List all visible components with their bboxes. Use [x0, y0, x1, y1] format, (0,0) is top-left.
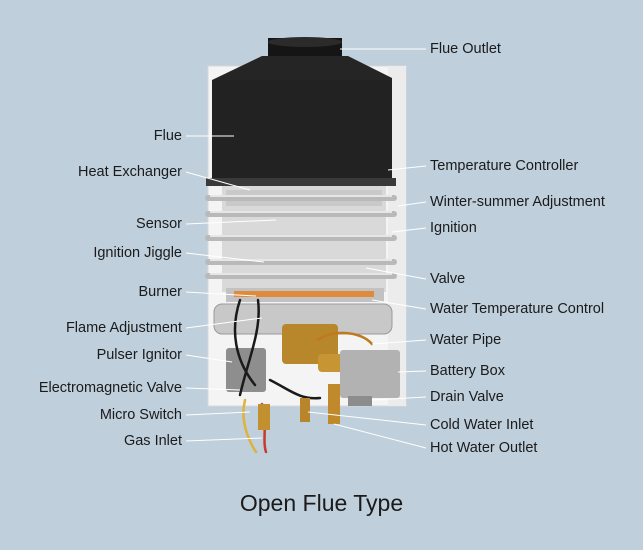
- leader-right-8: [371, 396, 427, 401]
- label-cold-water-inlet: Cold Water Inlet: [430, 417, 534, 433]
- hot-water-pipe: [328, 384, 340, 424]
- coil-tubes: [205, 195, 397, 279]
- leader-lines-right: [307, 48, 427, 449]
- leader-right-4: [365, 267, 427, 280]
- label-micro-switch: Micro Switch: [99, 407, 182, 423]
- label-flame-adjustment: Flame Adjustment: [65, 320, 182, 336]
- battery-box: [340, 350, 400, 398]
- label-pulser-ignitor: Pulser Ignitor: [96, 347, 182, 363]
- leader-left-5: [185, 317, 263, 329]
- label-heat-exchanger: Heat Exchanger: [78, 164, 182, 180]
- leader-left-6: [185, 354, 233, 363]
- flame-strip: [234, 291, 374, 297]
- leader-left-8: [185, 411, 251, 416]
- label-flue: Flue: [153, 128, 182, 144]
- cold-water-pipe: [300, 398, 310, 422]
- leader-right-9: [307, 411, 427, 426]
- flue-outlet-rim: [268, 37, 342, 47]
- leader-right-2: [397, 201, 427, 207]
- label-flue-outlet: Flue Outlet: [430, 41, 501, 57]
- label-drain-valve: Drain Valve: [430, 389, 504, 405]
- leader-left-2: [185, 219, 277, 225]
- diagram-caption: Open Flue Type: [239, 490, 404, 516]
- leader-right-3: [391, 227, 427, 233]
- gas-inlet-pipe: [258, 404, 270, 430]
- leader-left-7: [185, 387, 241, 391]
- label-sensor: Sensor: [136, 216, 182, 232]
- label-temperature-controller: Temperature Controller: [430, 158, 579, 174]
- hood-lip: [206, 178, 396, 186]
- label-water-temperature-control: Water Temperature Control: [430, 301, 605, 317]
- leader-right-6: [371, 339, 427, 345]
- label-gas-inlet: Gas Inlet: [123, 433, 182, 449]
- wiring: [233, 298, 374, 454]
- label-ignition-jiggle: Ignition Jiggle: [93, 245, 182, 261]
- leader-lines-left: [185, 135, 277, 442]
- leader-left-1: [185, 171, 251, 191]
- label-electromagnetic-valve: Electromagnetic Valve: [38, 380, 182, 396]
- label-valve: Valve: [430, 271, 466, 287]
- label-ignition: Ignition: [430, 220, 477, 236]
- label-hot-water-outlet: Hot Water Outlet: [430, 440, 538, 456]
- coil-tube-highlights: [210, 195, 392, 275]
- hood-front: [212, 80, 392, 184]
- leader-right-7: [397, 370, 427, 373]
- leader-left-9: [185, 437, 263, 442]
- leader-left-3: [185, 252, 265, 263]
- label-water-pipe: Water Pipe: [430, 332, 502, 348]
- label-burner: Burner: [138, 284, 182, 300]
- label-winter-summer-adjustment: Winter-summer Adjustment: [430, 194, 605, 210]
- leader-left-4: [185, 291, 257, 297]
- leader-right-1: [387, 165, 427, 171]
- drain-valve: [348, 396, 372, 406]
- leader-right-10: [333, 423, 427, 449]
- leader-right-5: [371, 299, 427, 310]
- label-battery-box: Battery Box: [430, 363, 505, 379]
